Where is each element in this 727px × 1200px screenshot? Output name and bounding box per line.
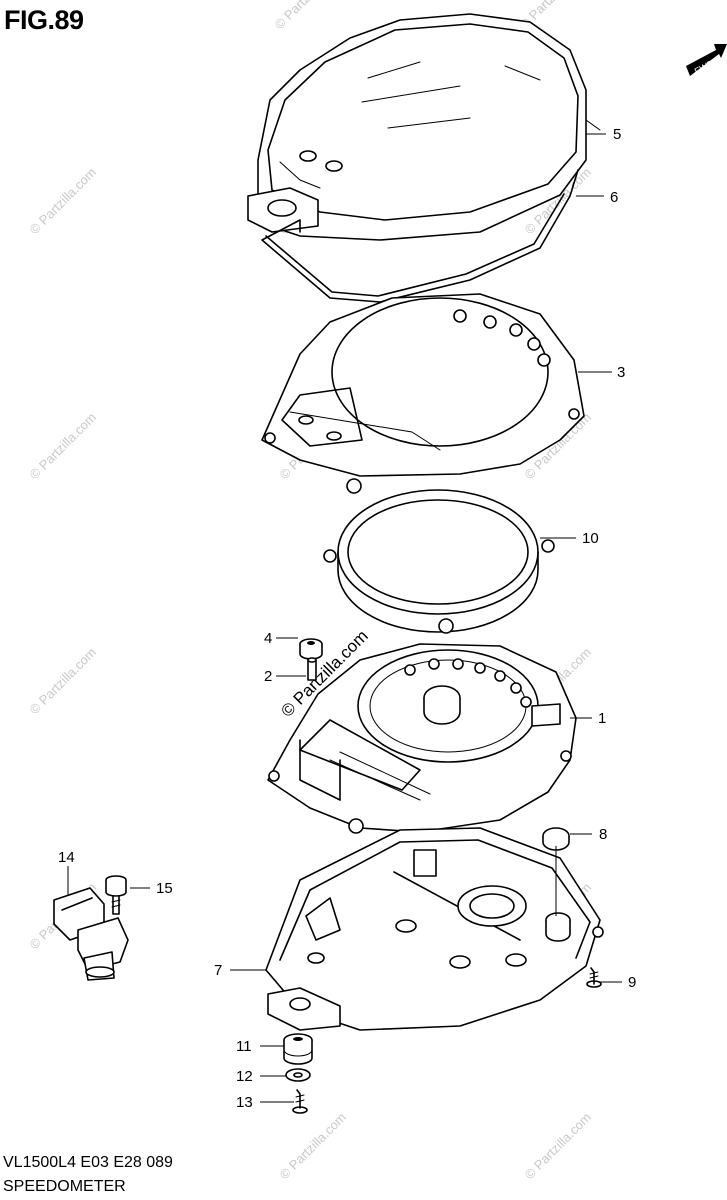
part-label-14: 14 <box>58 849 75 866</box>
part-1-speedometer-assembly <box>267 643 577 834</box>
fwd-arrow-icon: FWD <box>686 44 727 76</box>
part-label-1: 1 <box>598 710 606 727</box>
part-label-8: 8 <box>599 826 607 843</box>
part-7-meter-case-lower <box>265 827 604 1031</box>
part-11-grommet <box>283 1033 313 1065</box>
figure-title: FIG.89 <box>4 5 84 35</box>
part-label-5: 5 <box>613 126 621 143</box>
fwd-label: FWD <box>693 58 716 77</box>
figure-name: SPEEDOMETER <box>3 1178 126 1195</box>
part-label-2: 2 <box>264 668 272 685</box>
part-label-15: 15 <box>156 880 173 897</box>
watermark-text: © Partzilla.com <box>277 1110 350 1183</box>
part-10-ring <box>323 489 555 634</box>
watermark-text: © Partzilla.com <box>27 645 100 718</box>
watermark-text: © Partzilla.com <box>27 165 100 238</box>
watermark-text: © Partzilla.com <box>522 1110 595 1183</box>
part-label-13: 13 <box>236 1094 253 1111</box>
part-label-7: 7 <box>214 962 222 979</box>
figure-code: VL1500L4 E03 E28 089 <box>3 1154 173 1171</box>
part-labels: 5 6 3 10 4 2 1 8 14 15 7 9 11 12 13 <box>58 126 636 1111</box>
part-6-gasket <box>261 169 579 303</box>
part-label-10: 10 <box>582 530 599 547</box>
part-13-screw <box>292 1089 308 1114</box>
part-2-pin <box>307 657 317 681</box>
part-4-cushion <box>299 638 323 660</box>
part-label-9: 9 <box>628 974 636 991</box>
part-8-cap <box>542 827 570 851</box>
part-12-washer <box>285 1068 311 1082</box>
part-5-meter-case-upper <box>247 13 601 241</box>
part-9-screw <box>586 967 602 988</box>
part-15-bolt <box>105 875 127 915</box>
leader-lines <box>67 133 622 1103</box>
part-label-4: 4 <box>264 630 272 647</box>
part-label-6: 6 <box>610 189 618 206</box>
watermark-text: © Partzilla.com <box>272 0 345 32</box>
part-14-speed-sensor <box>53 887 129 981</box>
part-3-meter-panel <box>261 293 585 494</box>
part-label-3: 3 <box>617 364 625 381</box>
watermark-text: © Partzilla.com <box>27 410 100 483</box>
part-label-12: 12 <box>236 1068 253 1085</box>
part-label-11: 11 <box>236 1038 252 1055</box>
